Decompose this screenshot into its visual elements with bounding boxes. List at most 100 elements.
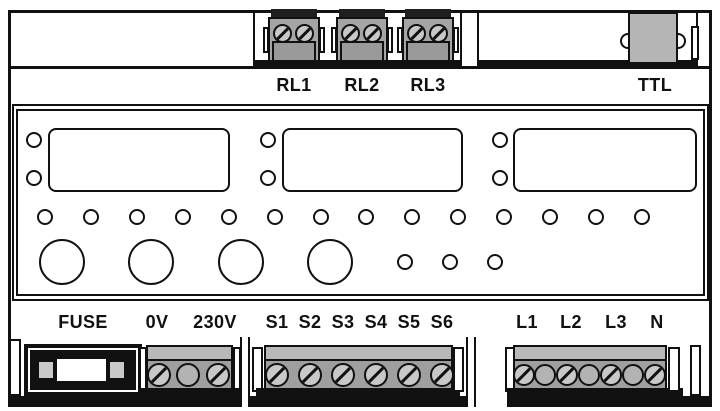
status-led-icon: [542, 209, 559, 225]
screw-terminal-icon: [556, 364, 578, 386]
display-led-icon: [260, 132, 276, 148]
aux-led-icon: [487, 254, 503, 270]
sensor-block-bracket: [453, 347, 464, 392]
mains-label: L2: [560, 312, 582, 332]
status-led-icon: [37, 209, 53, 225]
ttl-connector: [628, 12, 678, 64]
screw-terminal-icon: [429, 24, 448, 43]
screw-terminal-icon: [341, 24, 360, 43]
screw-terminal-icon: [513, 364, 535, 386]
screw-terminal-icon: [265, 363, 289, 387]
display-window-2: [282, 128, 463, 192]
front-panel-inner: [16, 109, 705, 296]
screw-terminal-icon: [430, 363, 454, 387]
mounting-tab-icon: [453, 27, 459, 53]
display-led-icon: [26, 170, 42, 186]
sensor-label: S3: [331, 312, 355, 332]
status-led-icon: [174, 209, 191, 225]
panel-button-row: [39, 239, 353, 285]
sensor-label: S6: [430, 312, 454, 332]
din-clip-left: [9, 339, 21, 396]
screw-terminal-icon: [206, 363, 230, 387]
module-divider: [466, 337, 476, 407]
terminal-top-band: [266, 347, 451, 361]
terminal-hole-icon: [578, 364, 600, 386]
relay-label: RL1: [276, 75, 312, 95]
mains-block-base-bar: [507, 388, 683, 397]
panel-button: [217, 239, 264, 285]
mains-label: L1: [516, 312, 538, 332]
status-led-icon: [496, 209, 513, 225]
status-led-icon: [358, 209, 375, 225]
screw-terminal-icon: [364, 363, 388, 387]
fuse-cap-icon: [108, 360, 126, 380]
sensor-label: S4: [364, 312, 388, 332]
terminal-top-band: [515, 347, 665, 361]
mains-label: N: [650, 312, 664, 332]
din-clip-right: [690, 345, 701, 396]
display-led-icon: [260, 170, 276, 186]
relay-terminal-block-rl1: [263, 9, 325, 62]
sensor-block-bracket: [252, 347, 263, 392]
power-label-0v: 0V: [145, 312, 169, 332]
screw-terminal-icon: [644, 364, 666, 386]
power-block-base-bar: [140, 388, 240, 397]
display-window-1: [48, 128, 230, 192]
aux-led-row: [397, 254, 503, 270]
screw-terminal-icon: [331, 363, 355, 387]
display-led-icon: [492, 132, 508, 148]
display-window-3: [513, 128, 697, 192]
screw-terminal-icon: [273, 24, 292, 43]
status-led-icon: [404, 209, 421, 225]
relay-label: RL3: [410, 75, 446, 95]
status-led-icon: [82, 209, 99, 225]
sensor-label: S5: [397, 312, 421, 332]
screw-terminal-icon: [397, 363, 421, 387]
fuse-cap-icon: [37, 360, 55, 380]
status-led-icon: [633, 209, 650, 225]
relay-bay-base-bar: [253, 62, 462, 68]
status-led-row: [37, 209, 650, 225]
display-led-icon: [492, 170, 508, 186]
mounting-tab-icon: [319, 27, 325, 53]
wire-clamp: [272, 41, 316, 62]
fuse-cartridge: [55, 357, 108, 383]
mounting-tab-icon: [387, 27, 393, 53]
status-led-icon: [220, 209, 237, 225]
module-gap: [476, 396, 507, 407]
screw-terminal-icon: [147, 363, 171, 387]
terminal-top-band: [148, 347, 231, 361]
fuse-label: FUSE: [58, 312, 108, 332]
mains-label: L3: [605, 312, 627, 332]
ttl-bay-base-bar: [477, 62, 698, 68]
ttl-latch: [691, 26, 699, 60]
status-led-icon: [588, 209, 605, 225]
sensor-block-base-bar: [256, 388, 460, 397]
front-panel-outer: [12, 104, 709, 301]
wire-clamp: [406, 41, 450, 62]
screw-terminal-icon: [295, 24, 314, 43]
screw-terminal-icon: [363, 24, 382, 43]
terminal-top-bar: [339, 9, 385, 18]
terminal-top-bar: [405, 9, 451, 18]
module-divider: [240, 337, 250, 407]
relay-label: RL2: [344, 75, 380, 95]
sensor-label: S2: [298, 312, 322, 332]
ttl-ear-right-icon: [677, 33, 686, 49]
mains-block-bracket: [668, 347, 680, 392]
panel-button: [306, 239, 353, 285]
relay-terminal-block-rl2: [331, 9, 393, 62]
panel-button: [39, 239, 85, 285]
aux-led-icon: [442, 254, 458, 270]
sensor-label: S1: [265, 312, 289, 332]
screw-terminal-icon: [407, 24, 426, 43]
status-led-icon: [266, 209, 283, 225]
screw-terminal-icon: [600, 364, 622, 386]
panel-button: [128, 239, 175, 285]
status-led-icon: [312, 209, 329, 225]
screw-terminal-icon: [298, 363, 322, 387]
terminal-hole-icon: [176, 363, 200, 387]
sensor-terminal-block: [264, 345, 453, 390]
terminal-hole-icon: [622, 364, 644, 386]
